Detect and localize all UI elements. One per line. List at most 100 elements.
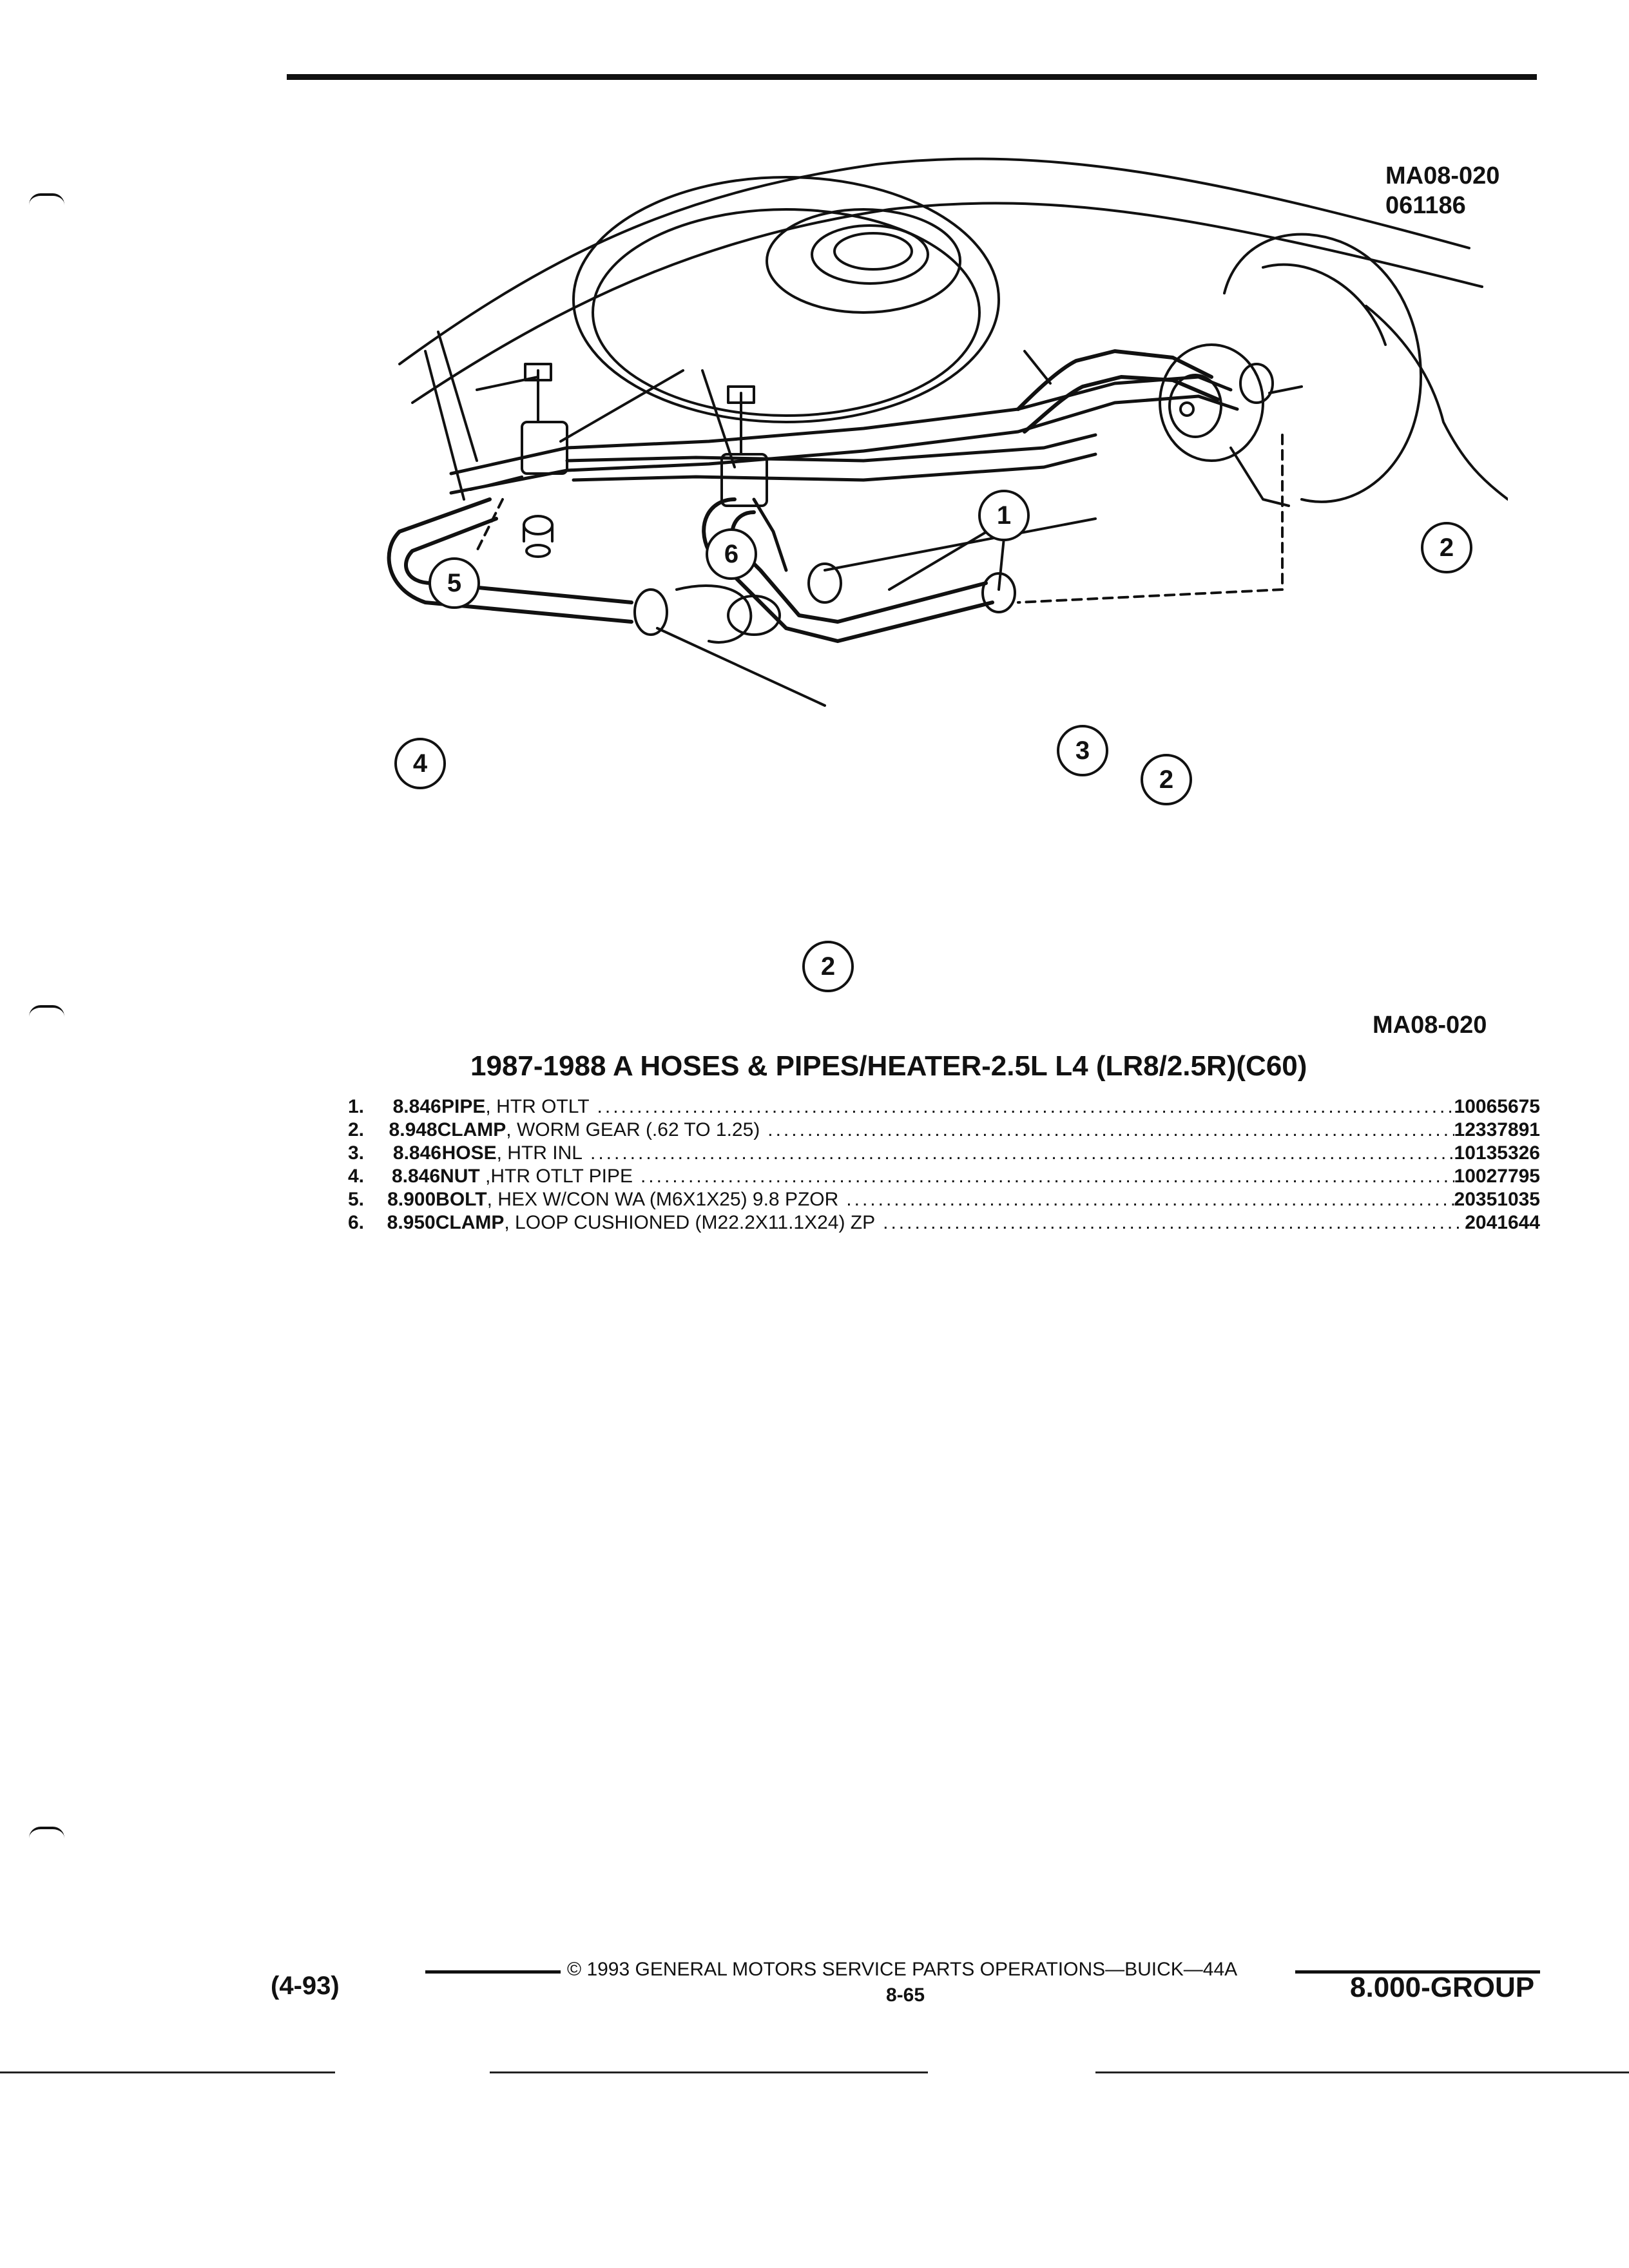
part-description: CLAMP, WORM GEAR (.62 TO 1.25)..........… [438,1119,1454,1142]
loop-clamp-right [720,453,768,507]
item-number: 5. [348,1189,365,1210]
worm-clamp-right [981,572,1016,613]
heater-hose-diagram [374,139,1509,1008]
leader-2-mid [888,527,994,591]
leader-4 [469,476,523,491]
callout-4: 4 [394,738,446,789]
part-name: CLAMP [437,1119,506,1140]
item-number: 4. [348,1166,365,1187]
worm-clamp-mid [807,562,842,604]
part-number: 20351035 [1454,1189,1540,1210]
binder-mark-3 [29,1827,64,1838]
cowl-panel-line-2 [411,202,1483,404]
figure-date-code: 061186 [1385,192,1466,219]
part-number: 10065675 [1454,1096,1540,1117]
blower-housing [1223,233,1422,503]
part-number: 12337891 [1454,1119,1540,1140]
leader-6a [559,369,684,443]
part-detail: , LOOP CUSHIONED (M22.2X11.1X24) ZP [504,1212,876,1233]
lower-hose-left [387,497,633,624]
header-rule [287,74,1537,80]
part-detail: , HTR OTLT [485,1096,590,1117]
footer-rule-left [425,1970,561,1974]
part-description: BOLT, HEX W/CON WA (M6X1X25) 9.8 PZOR...… [436,1188,1454,1211]
part-number: 2041644 [1465,1212,1540,1233]
binder-mark-2 [29,1005,64,1017]
part-detail: ,HTR OTLT PIPE [479,1166,633,1187]
part-description: HOSE, HTR INL...........................… [442,1142,1454,1165]
part-name: HOSE [441,1142,497,1164]
heater-inlet-hose [702,497,994,643]
part-name: BOLT [436,1189,487,1210]
bottom-rule-mid [490,2071,928,2073]
strut-cap-inner [811,224,929,285]
dot-leader: ........................................… [590,1142,1454,1164]
leader-5 [476,376,539,391]
strut-tower-rim [592,208,981,417]
heater-outlet-pipe [449,375,1233,476]
part-name: PIPE [441,1096,486,1117]
part-description: CLAMP, LOOP CUSHIONED (M22.2X11.1X24) ZP… [436,1211,1465,1235]
cowl-panel-line [398,157,1470,365]
water-pump-outlet [675,584,753,644]
part-detail: , HTR INL [496,1142,583,1164]
figure-id: MA08-020 [1385,162,1500,189]
group-number: 8.846 [392,1096,441,1117]
leader-2-low [656,627,826,707]
part-number: 10135326 [1454,1142,1540,1164]
part-detail: , WORM GEAR (.62 TO 1.25) [506,1119,760,1140]
dot-leader: ........................................… [640,1166,1454,1187]
footer-date: (4-93) [271,1972,340,2000]
blower-motor [1159,343,1264,462]
dot-leader: ........................................… [767,1119,1454,1140]
leader-1 [1023,350,1052,385]
part-number: 10027795 [1454,1166,1540,1187]
footer-rule-right [1295,1970,1540,1974]
part-description: PIPE, HTR OTLT..........................… [441,1095,1454,1119]
loop-clamp-left [521,421,568,475]
figure-id-caption: MA08-020 [1373,1012,1487,1039]
figure-id-block: MA08-020 061186 [1385,161,1499,220]
dot-leader: ........................................… [846,1189,1454,1210]
worm-clamp-lower [633,588,668,636]
group-number: 8.948 [389,1119,438,1140]
callout-2-low: 2 [802,941,854,992]
bolt-right [727,385,755,456]
group-number: 8.846 [391,1166,441,1187]
callout-3: 3 [1057,725,1108,776]
binder-mark-1 [29,193,64,205]
part-name: NUT [440,1166,480,1187]
part-description: NUT ,HTR OTLT PIPE......................… [440,1165,1454,1188]
item-number: 6. [348,1212,365,1233]
bottom-rule-left [0,2071,335,2073]
nut [523,515,554,535]
worm-clamp-upper [1239,363,1274,404]
dot-leader: ........................................… [597,1096,1454,1117]
callout-1: 1 [978,490,1030,541]
callout-5: 5 [429,557,480,609]
group-number: 8.846 [392,1142,441,1164]
strut-cap [766,208,961,314]
callout-2-mid: 2 [1141,754,1192,805]
item-number: 2. [348,1119,365,1140]
footer-copyright: © 1993 GENERAL MOTORS SERVICE PARTS OPER… [567,1959,1238,1980]
heater-hose-upper [1016,349,1213,411]
fender-edge [424,331,478,501]
footer-page-number: 8-65 [886,1984,925,2006]
footer-group: 8.000-GROUP [1350,1972,1535,2003]
group-number: 8.950 [387,1212,436,1233]
part-detail: , HEX W/CON WA (M6X1X25) 9.8 PZOR [487,1189,839,1210]
bolt-left [524,363,552,423]
bottom-rule-right [1095,2071,1629,2073]
leader-6b [701,369,736,468]
part-name: CLAMP [435,1212,505,1233]
dot-leader: ........................................… [883,1212,1465,1233]
heater-inlet-pipe [565,433,1097,463]
item-number: 1. [348,1096,365,1117]
